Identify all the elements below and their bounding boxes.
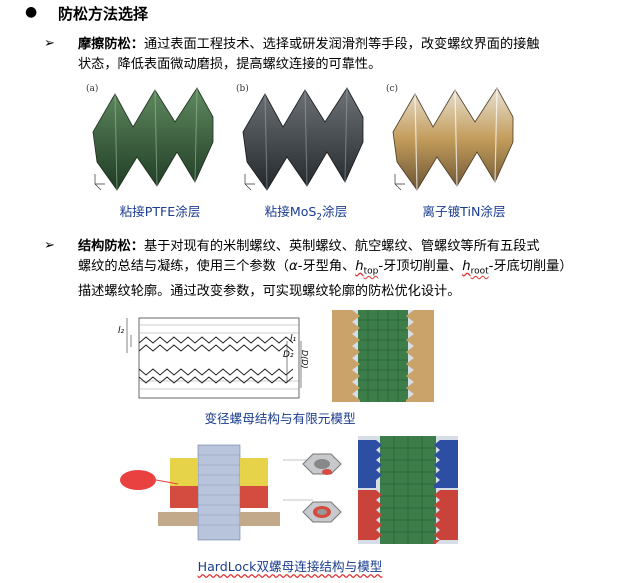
fe-model-hardlock [358, 436, 458, 544]
structure-paragraph: 结构防松：基于对现有的米制螺纹、英制螺纹、航空螺纹、管螺纹等所有五段式 螺纹的总… [78, 237, 618, 301]
mos2-coating-image [242, 87, 364, 191]
page-title: 防松方法选择 [58, 5, 149, 23]
caption-mos2: 粘接MoS2涂层 [264, 204, 348, 223]
arrow-bullet-icon: ➢ [44, 36, 55, 51]
friction-paragraph: 摩擦防松：通过表面工程技术、选择或研发润滑剂等手段，改变螺纹界面的接触 状态，降… [78, 35, 618, 74]
coating-figures [92, 87, 514, 191]
structure-term: 结构防松： [78, 239, 144, 254]
arrow-bullet-icon: ➢ [44, 238, 55, 253]
fe-model-variable-nut [332, 310, 434, 402]
dim-d: D(D) [300, 350, 309, 369]
friction-text-line2: 状态，降低表面微动磨损，提高螺纹连接的可靠性。 [78, 56, 382, 72]
dim-l1: l₁ [290, 334, 297, 344]
structure-line2: 螺纹的总结与凝练，使用三个参数（α-牙型角、htop-牙顶切削量、hroot-牙… [78, 258, 573, 277]
caption-variable-nut: 变径螺母结构与有限元模型 [204, 411, 356, 426]
variable-nut-diagram [126, 317, 302, 399]
hardlock-diagram [120, 444, 342, 541]
ptfe-coating-image [92, 87, 214, 191]
panel-label-b: (b) [236, 84, 249, 94]
panel-label-c: (c) [386, 84, 399, 94]
caption-tin: 离子镀TiN涂层 [422, 204, 506, 219]
structure-line3: 描述螺纹轮廓。通过改变参数，可实现螺纹轮廓的防松优化设计。 [78, 283, 461, 299]
structure-line1: 基于对现有的米制螺纹、英制螺纹、航空螺纹、管螺纹等所有五段式 [143, 239, 540, 254]
caption-hardlock: HardLock双螺母连接结构与模型 [197, 559, 383, 574]
friction-text-line1: 通过表面工程技术、选择或研发润滑剂等手段，改变螺纹界面的接触 [143, 37, 540, 52]
bullet-dot: ● [25, 4, 38, 20]
tin-coating-image [392, 87, 514, 191]
panel-label-a: (a) [86, 84, 99, 94]
dim-l2: l₂ [118, 326, 125, 336]
friction-term: 摩擦防松： [78, 37, 144, 52]
dim-d2: D₂ [283, 350, 294, 360]
caption-ptfe: 粘接PTFE涂层 [119, 204, 201, 219]
